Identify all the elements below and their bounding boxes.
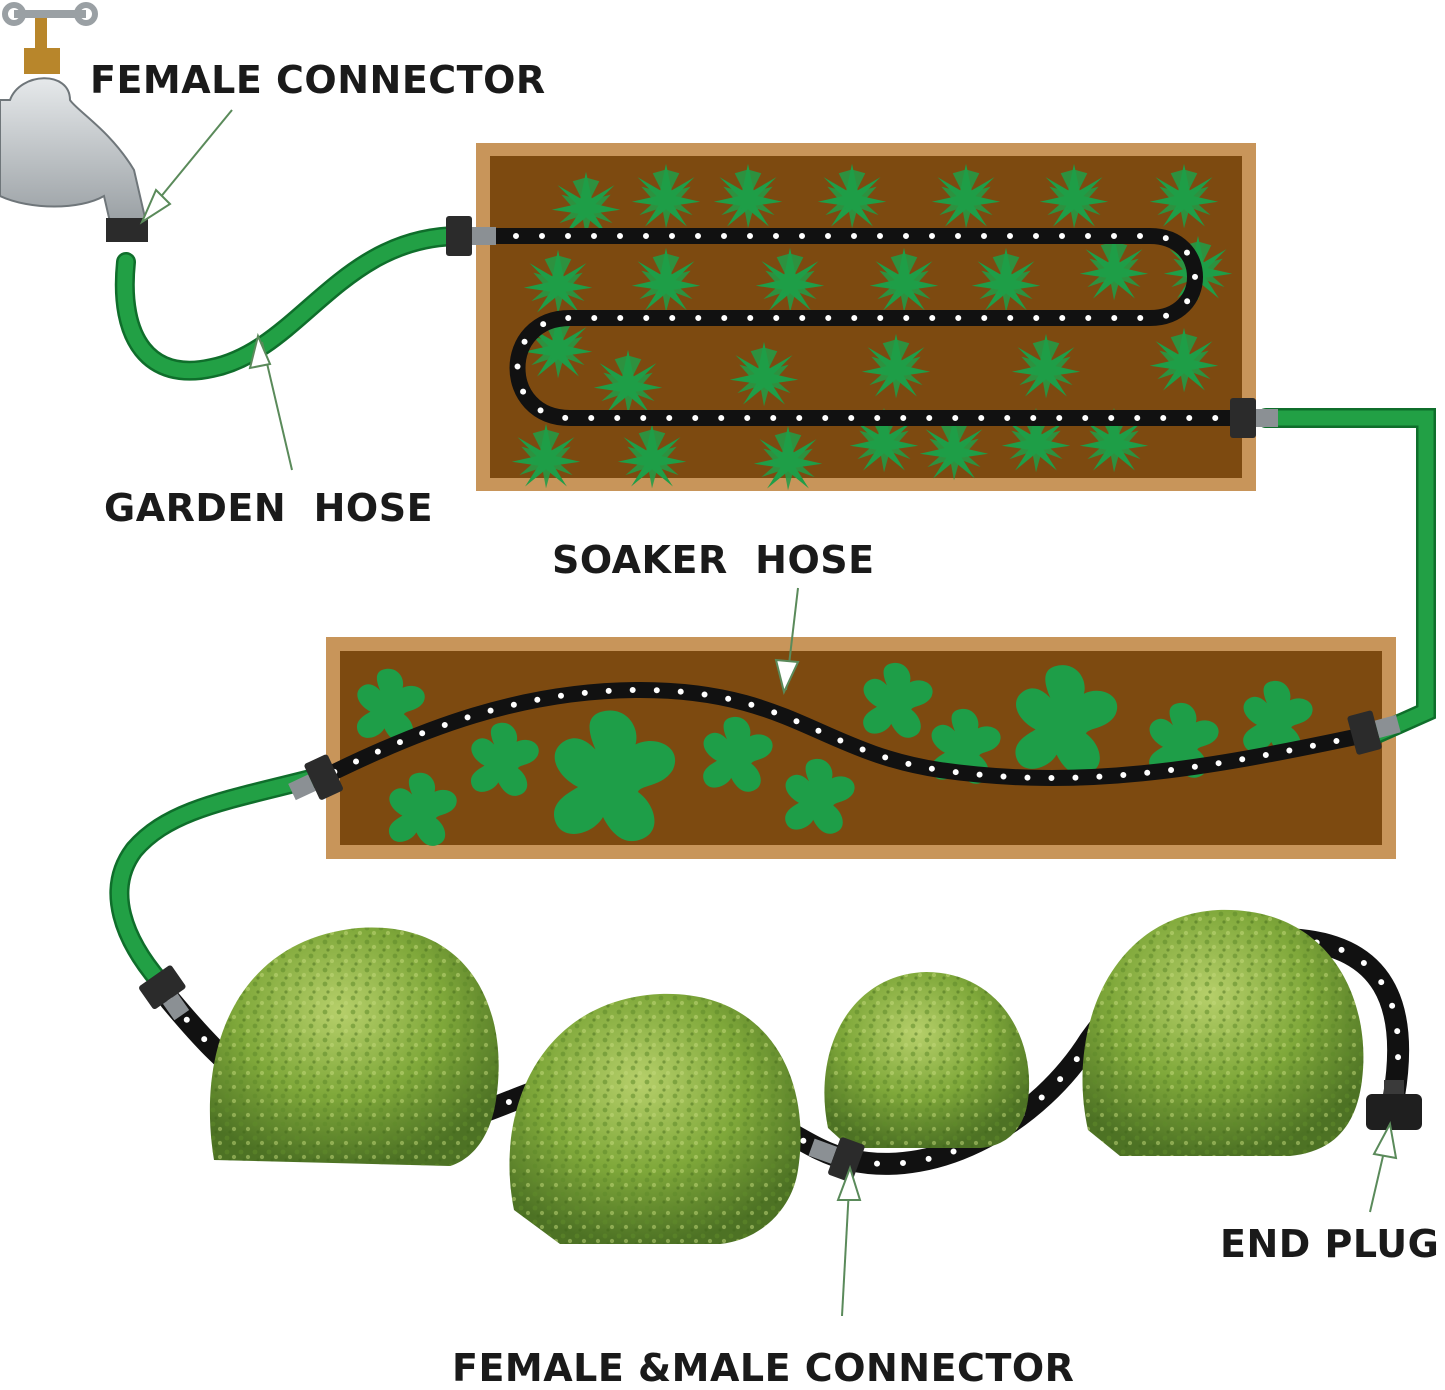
shrub-icon	[209, 927, 499, 1166]
arrow-icon	[1369, 1120, 1398, 1213]
shrub-icon	[509, 993, 801, 1244]
pointer-arrows	[139, 109, 1398, 1317]
female-connector-label: FEMALE CONNECTOR	[90, 58, 546, 102]
connector-icon	[139, 965, 190, 1021]
end-plug-label: END PLUG	[1220, 1222, 1440, 1266]
connector-icon	[1347, 710, 1401, 755]
faucet-icon	[0, 2, 148, 242]
arrow-icon	[248, 332, 293, 471]
soaker-hose-label: SOAKER HOSE	[552, 538, 875, 582]
garden-hose-faucet-to-bed	[114, 226, 470, 381]
arrow-icon	[774, 587, 800, 695]
connector-icon	[808, 1137, 865, 1183]
arrow-icon	[836, 1164, 862, 1317]
garden-hose-segments	[109, 226, 1436, 992]
connector-icon	[446, 216, 496, 256]
shrub-icon	[1082, 909, 1364, 1156]
end-plug-icon	[1366, 1080, 1422, 1130]
connector-icon	[288, 754, 343, 801]
shrub-icon	[824, 972, 1030, 1148]
connectors	[139, 216, 1422, 1183]
arrow-icon	[139, 109, 233, 225]
connector-icon	[1230, 398, 1278, 438]
female-male-connector-label: FEMALE &MALE CONNECTOR	[452, 1346, 1075, 1390]
shrubs	[209, 909, 1364, 1244]
garden-hose-label: GARDEN HOSE	[104, 486, 434, 530]
